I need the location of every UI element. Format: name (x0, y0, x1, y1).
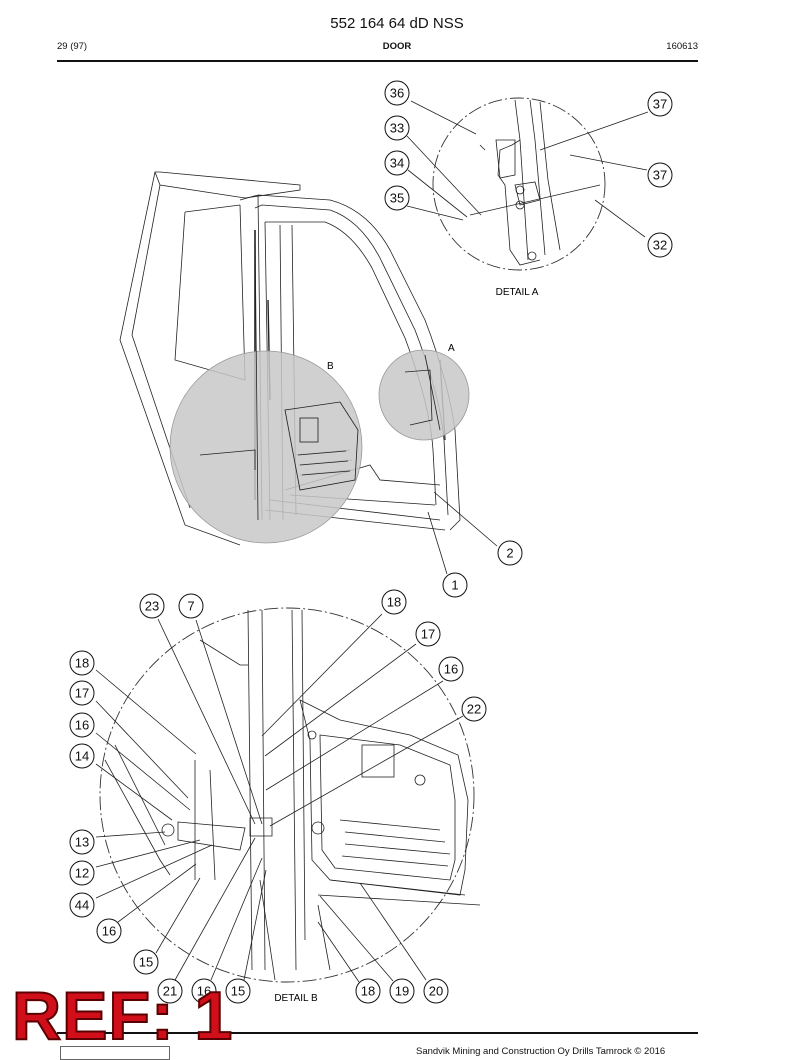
callout-circle (178, 593, 204, 619)
callout-circle (69, 860, 95, 886)
callout-number: 20 (429, 984, 443, 999)
callout-number: 13 (75, 835, 89, 850)
callout-number: 12 (75, 866, 89, 881)
callout-circle (69, 650, 95, 676)
callout-circle (191, 978, 217, 1004)
footer-copyright: Sandvik Mining and Construction Oy Drill… (416, 1046, 666, 1057)
circle-b-label: B (327, 361, 334, 372)
callout-circle (384, 80, 410, 106)
detail-a-circle (432, 97, 606, 271)
callout-number: 21 (163, 984, 177, 999)
circle-b-highlight (169, 350, 363, 544)
detail-b-label: DETAIL B (274, 993, 318, 1004)
callout-circle (438, 656, 464, 682)
callout-number: 16 (75, 718, 89, 733)
callout-number: 16 (197, 984, 211, 999)
detail-b-circle (99, 607, 475, 983)
callout-circle (133, 949, 159, 975)
callout-circle (423, 978, 449, 1004)
callout-circle (415, 621, 441, 647)
callout-circle (69, 829, 95, 855)
callout-circle (389, 978, 415, 1004)
callout-number: 15 (139, 955, 153, 970)
callout-number: 35 (390, 191, 404, 206)
page-number: 29 (97) (57, 41, 88, 52)
circle-a-highlight (378, 349, 470, 441)
callout-circle (461, 696, 487, 722)
callout-number: 18 (361, 984, 375, 999)
callout-number: 34 (390, 156, 404, 171)
detail-a-label: DETAIL A (496, 287, 539, 298)
callout-circle (384, 115, 410, 141)
detail-b-drawing (104, 609, 481, 981)
callout-circle (157, 978, 183, 1004)
callout-circle (69, 743, 95, 769)
callout-number: 37 (653, 97, 667, 112)
callout-number: 14 (75, 749, 89, 764)
callout-circle (384, 185, 410, 211)
ref-stamp: REF: 1 (11, 978, 234, 1054)
callout-number: 32 (653, 238, 667, 253)
callout-number: 19 (395, 984, 409, 999)
callout-circle (384, 150, 410, 176)
callout-circle (225, 978, 251, 1004)
callout-number: 22 (467, 702, 481, 717)
document-code: 160613 (666, 41, 698, 52)
detail-a-drawing (469, 99, 601, 266)
callout-circle (139, 593, 165, 619)
footer-rule (57, 1032, 698, 1034)
callout-number: 15 (231, 984, 245, 999)
header-rule (57, 60, 698, 62)
callout-circle (69, 680, 95, 706)
callout-number: 37 (653, 168, 667, 183)
cab-overlay-lines (199, 229, 441, 521)
callout-number: 17 (75, 686, 89, 701)
callout-number: 16 (444, 662, 458, 677)
callout-circle (355, 978, 381, 1004)
callout-number: 33 (390, 121, 404, 136)
callout-circle (647, 232, 673, 258)
callout-number: 1 (451, 578, 458, 593)
section-title: DOOR (382, 41, 412, 52)
callout-number: 44 (75, 898, 89, 913)
callout-number: 36 (390, 86, 404, 101)
callout-number: 18 (75, 656, 89, 671)
callout-circle (69, 892, 95, 918)
circle-a-label: A (448, 343, 455, 354)
callout-circle (442, 572, 468, 598)
callout-number: 17 (421, 627, 435, 642)
callout-circle (497, 540, 523, 566)
callout-number: 23 (145, 599, 159, 614)
callout-circle (96, 918, 122, 944)
callout-number: 7 (187, 599, 194, 614)
callout-number: 16 (102, 924, 116, 939)
callout-number: 2 (506, 546, 513, 561)
callout-number: 18 (387, 595, 401, 610)
document-title: 552 164 64 dD NSS (330, 15, 464, 32)
leader-lines (95, 100, 649, 983)
callout-circle (381, 589, 407, 615)
callout-circle (647, 91, 673, 117)
callout-circle (647, 162, 673, 188)
callout-circle (69, 712, 95, 738)
